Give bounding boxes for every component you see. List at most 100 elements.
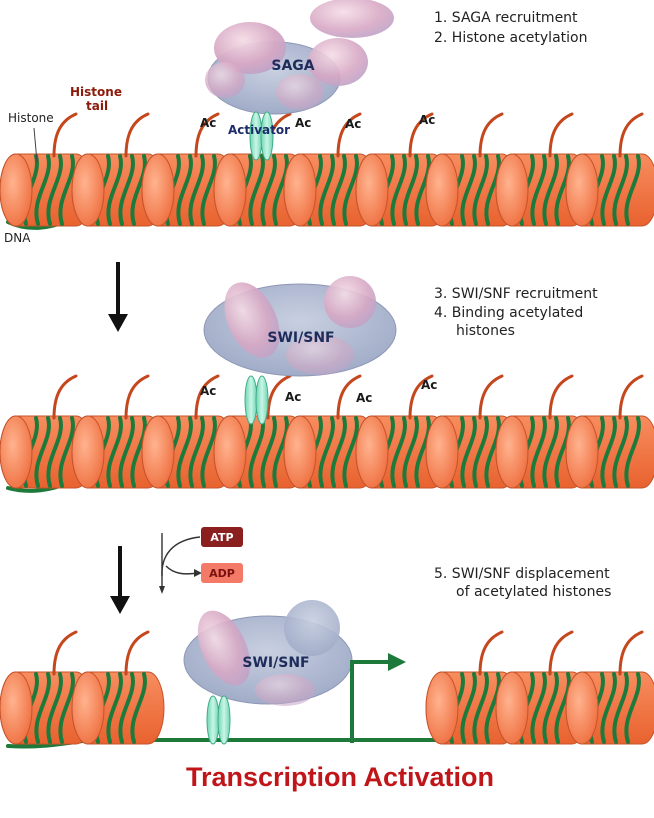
- histone-tail: [618, 630, 644, 676]
- histone-face: [425, 415, 459, 489]
- histone-face: [565, 415, 599, 489]
- histone-tail: [618, 112, 644, 158]
- nucleosome: [71, 630, 165, 745]
- histone-face: [565, 671, 599, 745]
- nucleosome: [213, 374, 307, 489]
- down-arrow-1-head: [108, 314, 128, 332]
- histone-tail: [52, 374, 78, 420]
- step-2-text: 2. Histone acetylation: [434, 30, 587, 46]
- nucleosome: [141, 374, 235, 489]
- nucleosome: [425, 374, 519, 489]
- nucleosome: [495, 374, 589, 489]
- nucleosome: [425, 112, 519, 227]
- nucleosome: [71, 374, 165, 489]
- histone-tail: [548, 374, 574, 420]
- step-5-text: 5. SWI/SNF displacement: [434, 566, 610, 582]
- down-arrow-2-head: [110, 596, 130, 614]
- step-3-text: 3. SWI/SNF recruitment: [434, 286, 598, 302]
- histone-face: [141, 153, 175, 227]
- histone-pointer: [33, 127, 38, 163]
- histone-tail: [336, 374, 362, 420]
- histone-tail: [124, 112, 150, 158]
- histone-tail: [52, 630, 78, 676]
- histone-tail: [478, 374, 504, 420]
- nucleosome: [213, 112, 307, 227]
- ac-label: Ac: [345, 117, 361, 131]
- histone-face: [213, 415, 247, 489]
- step-4-text-cont: histones: [456, 323, 515, 339]
- saga-complex: SAGA: [205, 0, 394, 115]
- nucleosome: [0, 374, 93, 489]
- ac-label: Ac: [356, 391, 372, 405]
- histone-face: [71, 415, 105, 489]
- nucleosome: [283, 374, 377, 489]
- chromatin-row-1: [0, 112, 654, 227]
- nucleosome: [495, 112, 589, 227]
- nucleosome: [565, 112, 654, 227]
- histone-face: [495, 415, 529, 489]
- histone-face: [495, 671, 529, 745]
- nucleosome: [0, 630, 93, 745]
- activator-1: [249, 111, 274, 161]
- histone-tail-label-line2: tail: [86, 99, 108, 113]
- nucleosome: [0, 112, 93, 227]
- nucleosome: [355, 374, 449, 489]
- histone-tail: [618, 374, 644, 420]
- activator-3: [206, 695, 231, 745]
- step-5-text-cont: of acetylated histones: [456, 584, 611, 600]
- histone-face: [71, 153, 105, 227]
- histone-tail: [478, 112, 504, 158]
- histone-tail: [124, 630, 150, 676]
- transcription-start-arrow: [350, 653, 406, 743]
- histone-tail: [194, 374, 220, 420]
- swisnf-complex-1: SWI/SNF: [203, 276, 397, 377]
- histone-tail: [548, 112, 574, 158]
- nucleosome: [283, 112, 377, 227]
- histone-face: [283, 415, 317, 489]
- atp-label: ATP: [210, 531, 233, 544]
- activator-label: Activator: [228, 123, 290, 137]
- step-1-text: 1. SAGA recruitment: [434, 10, 578, 26]
- adp-label: ADP: [209, 567, 235, 580]
- histone-tail: [266, 374, 292, 420]
- chromatin-row-3: [0, 630, 654, 749]
- chromatin-row-2: [0, 374, 654, 493]
- nucleosome: [141, 112, 235, 227]
- swisnf-complex-2: SWI/SNF: [183, 600, 353, 706]
- histone-face: [565, 153, 599, 227]
- nucleosome: [355, 112, 449, 227]
- nucleosome: [495, 630, 589, 745]
- histone-tail-label-line1: Histone: [70, 85, 122, 99]
- histone-tail: [52, 112, 78, 158]
- ac-label: Ac: [285, 390, 301, 404]
- swisnf-label-1: SWI/SNF: [267, 330, 334, 346]
- histone-face: [355, 153, 389, 227]
- dna-label: DNA: [4, 231, 31, 245]
- histone-tail: [478, 630, 504, 676]
- nucleosome: [565, 374, 654, 489]
- histone-face: [425, 671, 459, 745]
- ac-label: Ac: [419, 113, 435, 127]
- histone-tail: [408, 112, 434, 158]
- histone-face: [0, 671, 33, 745]
- ac-label: Ac: [295, 116, 311, 130]
- atp-badge: [201, 527, 243, 547]
- histone-face: [355, 415, 389, 489]
- activator-2: [244, 375, 269, 425]
- histone-face: [71, 671, 105, 745]
- ac-label: Ac: [200, 384, 216, 398]
- histone-tail: [548, 630, 574, 676]
- adp-badge: [201, 563, 243, 583]
- saga-label: SAGA: [271, 58, 314, 74]
- histone-tail: [336, 112, 362, 158]
- swisnf-label-2: SWI/SNF: [242, 655, 309, 671]
- histone-face: [0, 415, 33, 489]
- histone-tail: [194, 112, 220, 158]
- ac-label: Ac: [200, 116, 216, 130]
- histone-tail: [408, 374, 434, 420]
- histone-face: [141, 415, 175, 489]
- ac-label: Ac: [421, 378, 437, 392]
- histone-tail: [124, 374, 150, 420]
- histone-face: [283, 153, 317, 227]
